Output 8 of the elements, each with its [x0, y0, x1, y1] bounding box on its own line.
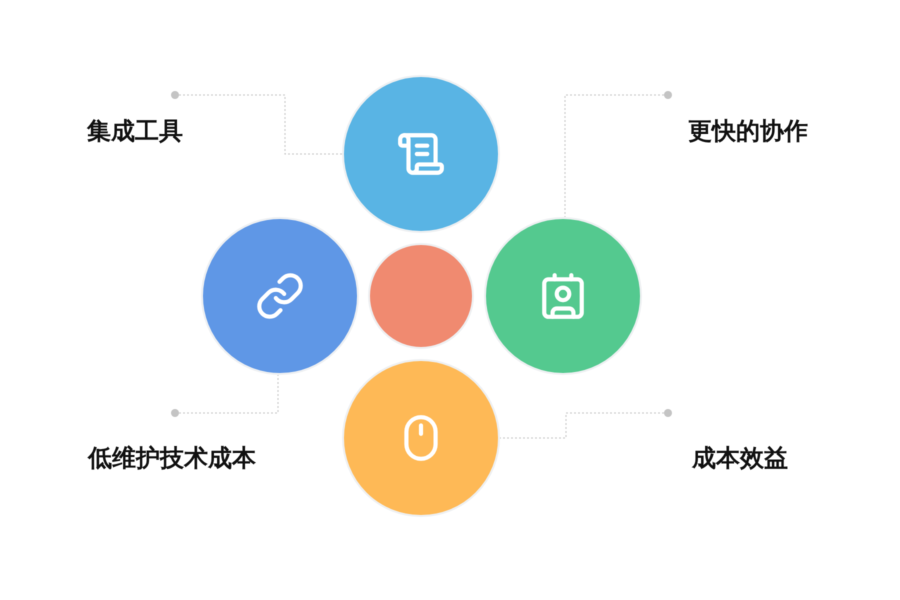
- label-text: 成本效益: [692, 442, 788, 474]
- leader-line: [564, 91, 672, 218]
- leader-line: [500, 409, 672, 439]
- label-text: 更快的协作: [688, 115, 808, 147]
- label-text: 低维护技术成本: [88, 442, 256, 474]
- label-text: 集成工具: [87, 115, 183, 147]
- leader-line: [171, 91, 342, 155]
- leader-line: [171, 374, 279, 417]
